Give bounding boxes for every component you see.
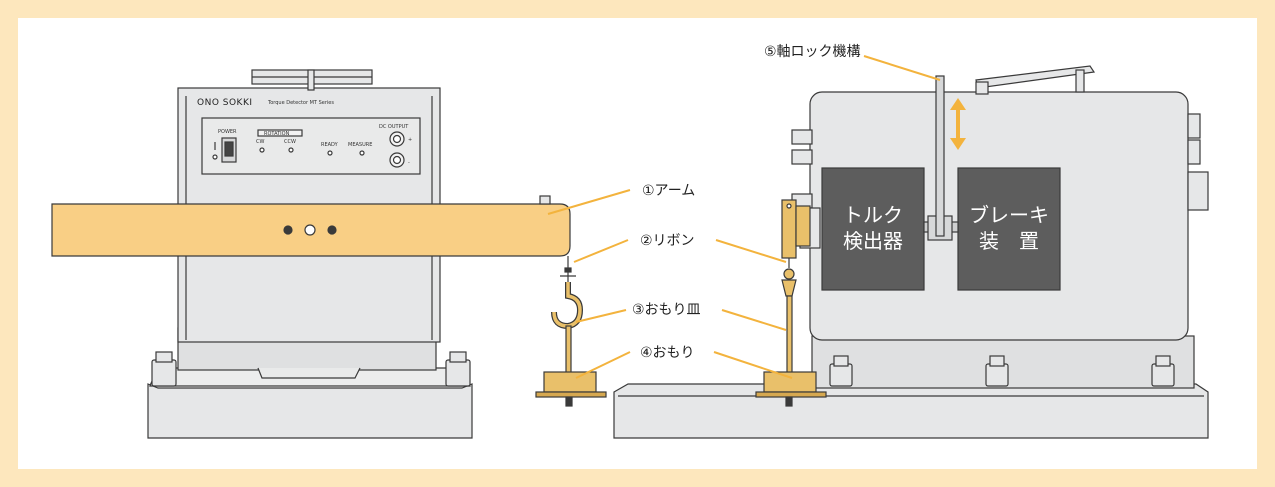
right-weight-block	[763, 371, 817, 393]
side-base	[613, 383, 1209, 439]
callout-weight: ④おもり	[640, 345, 695, 361]
leader-pan-left	[575, 309, 627, 323]
leader-weight-left	[575, 351, 631, 379]
leader-lines	[547, 55, 941, 379]
arm	[51, 195, 571, 257]
brake-box-label-1: ブレーキ	[969, 203, 1049, 227]
series-label: Torque Detector MT Series	[267, 100, 334, 106]
leader-ribbon-right	[715, 239, 787, 263]
led-ready	[327, 150, 333, 156]
side-foot-1	[829, 363, 853, 387]
torque-detector-box	[821, 167, 925, 291]
brake-box-label-2: 装 置	[979, 229, 1039, 253]
torque-box-label-2: 検出器	[843, 229, 903, 253]
screw-hole-icon	[327, 225, 337, 235]
double-arrow-icon	[950, 98, 966, 150]
callout-lock: ⑤軸ロック機構	[764, 44, 861, 60]
side-foot-2	[985, 363, 1009, 387]
right-weight-assembly	[755, 199, 827, 407]
leader-ribbon-left	[573, 239, 629, 263]
leader-lock	[863, 55, 941, 81]
shaft-lock-rod	[935, 75, 945, 237]
plus-label: +	[408, 137, 412, 143]
brand-label: ONO SOKKI	[197, 98, 253, 108]
callout-arm: ①アーム	[642, 183, 695, 199]
side-foot-3	[1151, 363, 1175, 387]
ready-label: READY	[321, 142, 339, 148]
rotation-label: ROTATION	[264, 131, 290, 137]
screw-hole-icon	[283, 225, 293, 235]
dc-output-label: DC OUTPUT	[379, 124, 409, 130]
callout-pan: ③おもり皿	[632, 302, 701, 318]
left-weight-block	[543, 371, 597, 393]
power-label: POWER	[218, 129, 237, 135]
diagram-frame: ONO SOKKI Torque Detector MT Series POWE…	[18, 18, 1257, 469]
cw-label: CW	[256, 139, 264, 145]
callout-ribbon: ②リボン	[640, 233, 695, 249]
left-weight-assembly	[535, 256, 607, 407]
front-foot-left	[151, 359, 177, 387]
brake-box	[957, 167, 1061, 291]
leader-arm	[547, 189, 631, 215]
diagram-canvas: ONO SOKKI Torque Detector MT Series POWE…	[51, 44, 1209, 439]
screw-hole-icon	[304, 224, 316, 236]
ccw-label: CCW	[284, 139, 296, 145]
side-view-device	[613, 65, 1209, 439]
leader-pan-right	[721, 309, 787, 331]
minus-label: -	[408, 160, 410, 166]
front-foot-right	[445, 359, 471, 387]
led-cw	[259, 147, 265, 153]
torque-box-label-1: トルク	[843, 203, 903, 227]
led-measure	[359, 150, 365, 156]
front-control-panel	[201, 117, 421, 175]
led-ccw	[288, 147, 294, 153]
front-base	[147, 383, 473, 439]
measure-label: MEASURE	[348, 142, 372, 148]
leader-weight-right	[713, 351, 793, 379]
